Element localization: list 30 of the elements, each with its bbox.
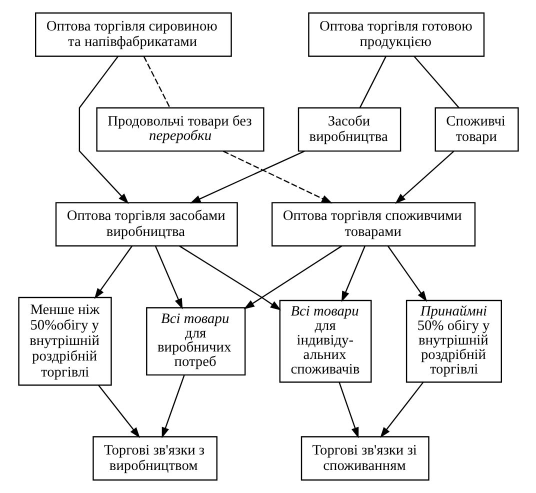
arrow — [98, 384, 140, 438]
arrow — [386, 246, 427, 302]
node-box: Оптова торгівля споживчими товарами — [271, 202, 476, 246]
arrow — [243, 245, 342, 310]
arrow — [338, 382, 358, 438]
arrow — [154, 246, 182, 310]
arrow — [380, 382, 424, 438]
arrow — [341, 246, 366, 302]
node-box: Засоби виробництва — [297, 107, 401, 152]
arrow — [222, 150, 332, 204]
node-box: Торгові зв'язки з виробництвом — [92, 436, 217, 481]
node-box: Оптова торгівля готовою продукцією — [308, 12, 484, 57]
arrow — [189, 150, 304, 204]
node-box: Продовольчі товари без переробки — [96, 107, 264, 152]
node-box: Всі товари для індивіду-альних споживачів — [278, 300, 372, 383]
arrow — [78, 56, 128, 204]
arrow — [94, 246, 132, 299]
arrow — [394, 150, 454, 204]
connector — [142, 56, 170, 108]
arrow — [161, 374, 184, 438]
node-box: Оптова торгівля засобами виробництва — [54, 202, 238, 246]
node-box: Споживчі товари — [434, 107, 518, 152]
node-box: Принаймні 50% обігу у внутрішній роздрібній торгівлі — [405, 300, 502, 383]
node-box: Оптова торгівля сировиною та напівфабрикатами — [34, 12, 232, 57]
node-box: Всі товари для виробничих потреб — [146, 307, 246, 376]
connector — [358, 56, 386, 108]
node-box: Торгові зв'язки зі споживанням — [300, 436, 429, 481]
connector — [413, 56, 459, 108]
node-box: Менше ніж 50%обігу у внутрішній роздрібній торгівлі — [18, 296, 112, 386]
arrow — [178, 245, 281, 310]
